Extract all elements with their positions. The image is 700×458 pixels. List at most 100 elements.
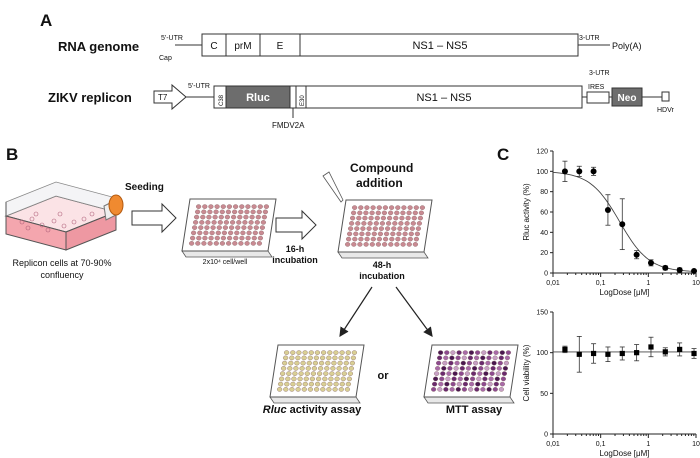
plate-well xyxy=(499,381,506,387)
y-axis-label: Rluc activity (%) xyxy=(522,183,531,241)
plate-mtt-assay xyxy=(423,344,519,404)
plate-well xyxy=(363,210,369,216)
plate-well xyxy=(294,360,300,366)
plate-well xyxy=(404,221,410,226)
hdvr-label: HDVr xyxy=(657,107,675,114)
plate-base xyxy=(269,396,361,404)
plate-well xyxy=(215,230,221,236)
plate-well xyxy=(443,387,449,392)
plate-well xyxy=(251,235,257,241)
plate-well xyxy=(406,210,412,216)
plate-well xyxy=(283,387,289,392)
plate-well xyxy=(388,242,394,247)
plate-well xyxy=(356,215,362,221)
plate-well xyxy=(414,231,421,237)
plate-well xyxy=(341,371,347,376)
plate-well xyxy=(289,387,295,392)
cells-caption-line1: Replicon cells at 70-90% xyxy=(12,258,111,268)
plate-well xyxy=(253,225,259,230)
plate-well xyxy=(189,241,195,246)
plate-well xyxy=(444,381,450,387)
plate-well xyxy=(234,230,240,236)
plate-well xyxy=(482,376,488,382)
plate-well xyxy=(448,360,454,366)
plate-well xyxy=(406,242,412,247)
plate-well xyxy=(395,205,401,210)
plate-well xyxy=(247,225,253,230)
plate-well xyxy=(397,226,403,231)
plate-well xyxy=(345,381,352,387)
plate-well xyxy=(354,226,360,231)
x-axis-label: LogDose [μM] xyxy=(600,449,650,458)
plate-well xyxy=(203,230,209,236)
plate-well xyxy=(351,210,357,216)
plate-well xyxy=(450,381,456,387)
plate-well xyxy=(257,235,264,241)
plate-well xyxy=(367,221,373,226)
plate-well xyxy=(363,242,369,247)
plate-well xyxy=(479,360,485,366)
rna-genome-title: RNA genome xyxy=(58,39,139,54)
plate-well xyxy=(238,241,244,246)
plate-well xyxy=(374,215,380,221)
plate-well xyxy=(382,205,389,210)
plate-well xyxy=(371,231,377,237)
plate-well xyxy=(480,355,486,361)
plate-well xyxy=(260,220,267,225)
replicon-ns-text: NS1 – NS5 xyxy=(416,92,471,104)
plate-well xyxy=(246,230,252,236)
plate-well xyxy=(484,366,490,371)
plate-well xyxy=(290,381,296,387)
data-point xyxy=(662,349,668,355)
plate-well xyxy=(284,350,290,355)
flask-cap xyxy=(108,194,124,216)
plate-well xyxy=(376,236,383,242)
plate-well xyxy=(207,209,213,215)
plate-well xyxy=(200,214,206,220)
plate-well xyxy=(349,221,355,226)
compound-label-line1: Compound xyxy=(350,161,413,175)
data-point xyxy=(562,346,568,353)
plate-well xyxy=(396,231,402,237)
plate-well xyxy=(399,215,405,221)
plate-well xyxy=(443,355,449,361)
plate-well xyxy=(489,371,495,376)
plate-well xyxy=(192,225,198,230)
plate-well xyxy=(229,225,235,230)
plate-well xyxy=(378,226,385,231)
plate-well xyxy=(466,360,473,366)
plate-well xyxy=(323,371,329,376)
plate-well xyxy=(297,376,303,382)
plate-well xyxy=(317,371,323,376)
plate-well xyxy=(324,366,330,371)
plate-well xyxy=(195,209,201,215)
plate-well xyxy=(453,366,459,371)
plate-well xyxy=(384,231,390,237)
plate-well xyxy=(486,355,492,361)
plate-well xyxy=(398,221,404,226)
plate-well xyxy=(231,214,237,220)
plate-well xyxy=(319,360,325,366)
plate-well xyxy=(487,350,493,355)
plate-well xyxy=(339,350,345,355)
plate-well xyxy=(373,221,379,226)
replicon-utr5-label: 5'-UTR xyxy=(188,83,210,90)
data-point xyxy=(648,344,654,350)
plate-well xyxy=(322,376,328,382)
plate-well xyxy=(348,226,354,231)
plate-well xyxy=(262,209,269,215)
neo-text: Neo xyxy=(618,93,637,104)
plate-well xyxy=(372,226,378,231)
plate-well xyxy=(451,376,457,382)
plate-well xyxy=(369,210,375,216)
plate-well xyxy=(232,209,238,215)
plate-well xyxy=(194,214,200,220)
plate-well xyxy=(488,376,494,382)
plate-well xyxy=(440,371,446,376)
mtt-assay-caption: MTT assay xyxy=(446,404,503,416)
plate-well xyxy=(233,235,239,241)
x-tick-label: 1 xyxy=(646,441,650,448)
plate-well xyxy=(209,230,215,236)
plate-well xyxy=(357,210,363,216)
